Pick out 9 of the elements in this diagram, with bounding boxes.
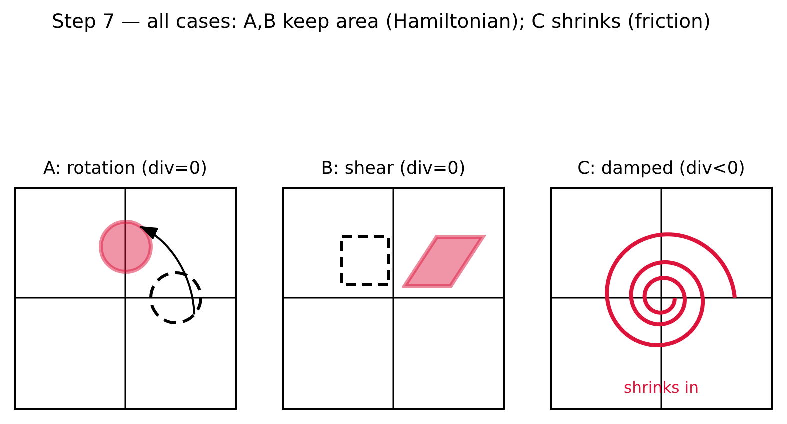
panel-title: B: shear (div=0) (321, 158, 466, 180)
dashed-square (339, 234, 392, 288)
arrow (140, 226, 196, 315)
filled-circle (98, 219, 154, 275)
sheared-parallelogram (402, 234, 486, 289)
panel-title: A: rotation (div=0) (44, 158, 208, 180)
figure-title: Step 7 — all cases: A,B keep area (Hamiltonian); C shrinks (friction) (52, 9, 712, 35)
panel-title: C: damped (div<0) (578, 158, 746, 180)
dashed-circle (148, 270, 204, 326)
